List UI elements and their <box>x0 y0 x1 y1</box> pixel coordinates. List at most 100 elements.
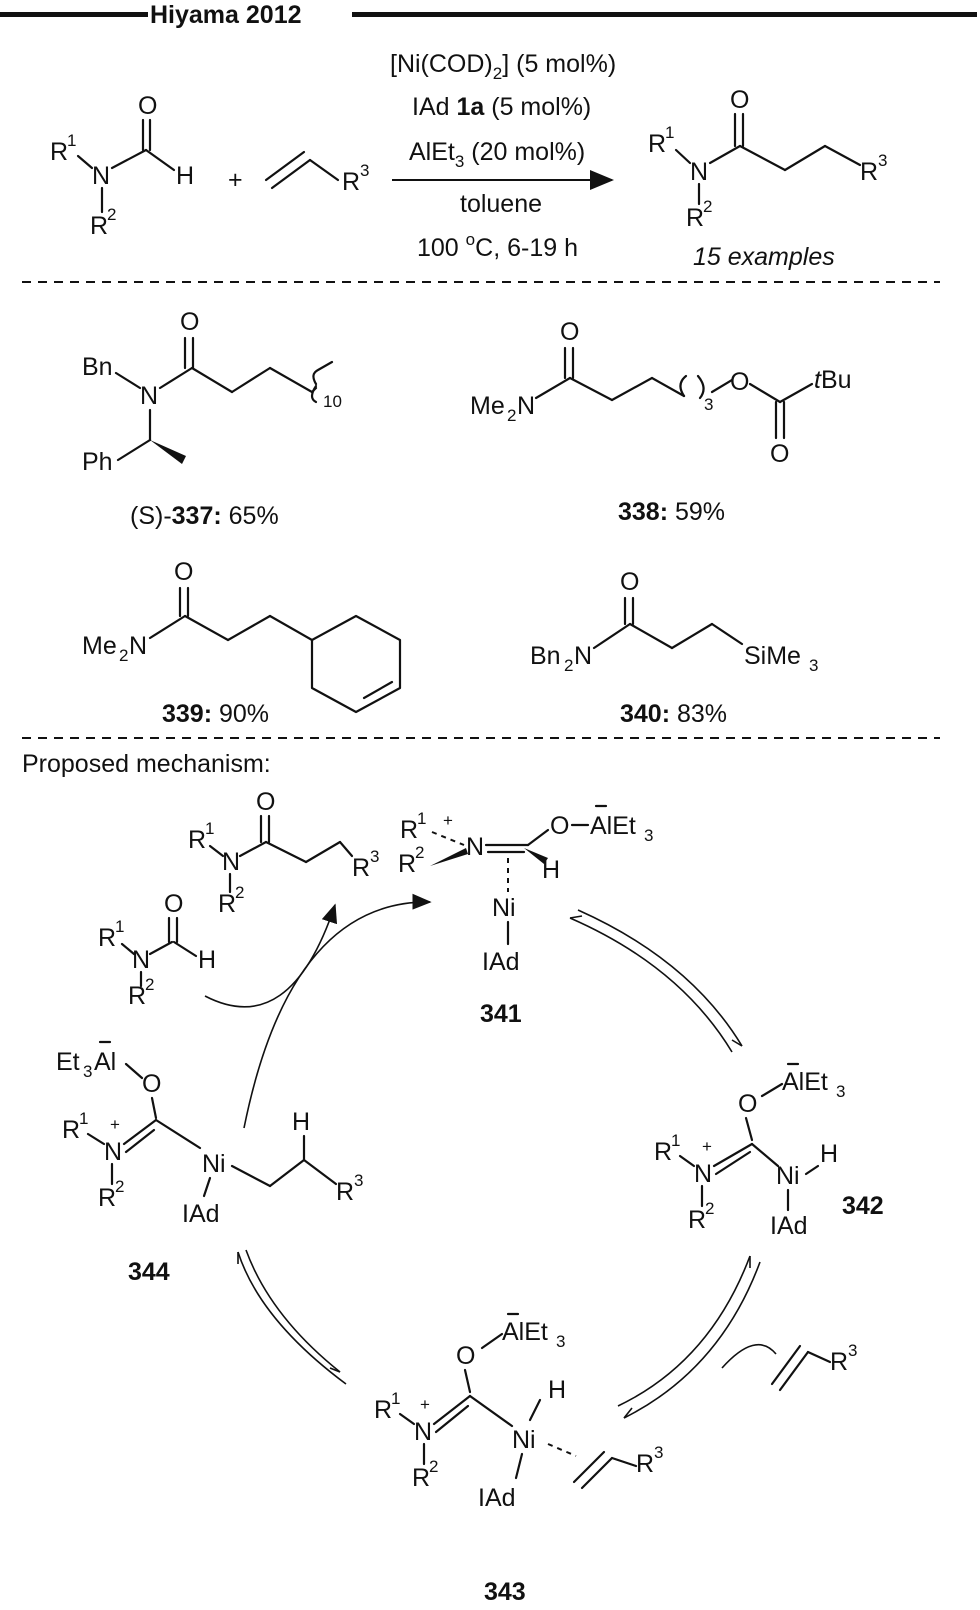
svg-text:Bn: Bn <box>530 642 561 670</box>
svg-text:3: 3 <box>704 395 713 414</box>
svg-text:341: 341 <box>480 1000 522 1028</box>
svg-text:10: 10 <box>323 392 342 411</box>
svg-text:3: 3 <box>809 656 818 675</box>
arrow-341-342-equilibrium <box>569 909 743 1053</box>
svg-text:1: 1 <box>115 917 124 936</box>
svg-text:1: 1 <box>79 1109 88 1128</box>
svg-text:15 examples: 15 examples <box>693 243 835 271</box>
compound-337: Bn N Ph O 10 (S)-337: 65% <box>82 308 342 530</box>
svg-text:O: O <box>138 92 157 120</box>
svg-text:3: 3 <box>83 1062 92 1081</box>
svg-text:IAd: IAd <box>478 1484 516 1512</box>
svg-text:R: R <box>342 168 360 196</box>
substrate-formamide: R1 N R2 O H <box>50 92 194 240</box>
svg-text:R: R <box>860 158 878 186</box>
svg-text:R: R <box>686 204 704 232</box>
svg-text:[Ni(COD)2] (5 mol%): [Ni(COD)2] (5 mol%) <box>390 50 616 83</box>
svg-text:R: R <box>50 138 68 166</box>
svg-text:R: R <box>400 816 418 844</box>
header-title: Hiyama 2012 <box>150 1 302 29</box>
svg-text:O: O <box>164 890 183 918</box>
arrow-344-to-341 <box>243 893 432 1129</box>
svg-text:R: R <box>90 212 108 240</box>
svg-text:100 oC, 6-19 h: 100 oC, 6-19 h <box>417 230 578 262</box>
svg-text:3: 3 <box>644 826 653 845</box>
svg-text:N: N <box>466 833 484 861</box>
svg-text:H: H <box>198 946 216 974</box>
svg-text:SiMe: SiMe <box>744 642 801 670</box>
svg-text:2: 2 <box>564 656 573 675</box>
svg-text:+: + <box>110 1115 120 1134</box>
svg-text:N: N <box>690 158 708 186</box>
svg-text:R: R <box>98 924 116 952</box>
svg-text:3: 3 <box>878 151 887 170</box>
svg-text:R: R <box>398 850 416 878</box>
svg-text:R: R <box>352 854 370 882</box>
svg-text:2: 2 <box>115 1177 124 1196</box>
svg-text:R: R <box>374 1396 392 1424</box>
svg-text:Et: Et <box>56 1048 80 1076</box>
svg-text:N: N <box>104 1138 122 1166</box>
svg-text:AlEt3 (20 mol%): AlEt3 (20 mol%) <box>409 138 585 171</box>
svg-text:1: 1 <box>391 1389 400 1408</box>
svg-text:O: O <box>738 1090 757 1118</box>
svg-text:2: 2 <box>119 646 128 665</box>
svg-text:344: 344 <box>128 1258 170 1286</box>
svg-text:O: O <box>770 440 789 468</box>
svg-text:3: 3 <box>556 1332 565 1351</box>
svg-text:2: 2 <box>429 1457 438 1476</box>
svg-text:O: O <box>142 1070 161 1098</box>
header-bar: Hiyama 2012 <box>0 1 977 29</box>
svg-text:1: 1 <box>671 1131 680 1150</box>
svg-text:2: 2 <box>507 406 516 425</box>
svg-text:Ni: Ni <box>202 1150 226 1178</box>
svg-text:1: 1 <box>665 123 674 142</box>
svg-text:N: N <box>414 1418 432 1446</box>
svg-text:(S)-337: 65%: (S)-337: 65% <box>130 502 279 530</box>
svg-text:N: N <box>222 848 240 876</box>
svg-text:N: N <box>132 946 150 974</box>
svg-text:Me: Me <box>82 632 117 660</box>
svg-text:toluene: toluene <box>460 190 542 218</box>
svg-text:R: R <box>412 1464 430 1492</box>
svg-text:H: H <box>292 1108 310 1136</box>
svg-text:IAd: IAd <box>482 948 520 976</box>
svg-text:R: R <box>62 1116 80 1144</box>
svg-text:O: O <box>730 86 749 114</box>
svg-text:Me: Me <box>470 392 505 420</box>
svg-text:O: O <box>560 318 579 346</box>
svg-text:2: 2 <box>145 975 154 994</box>
svg-text:AlEt: AlEt <box>590 812 636 840</box>
svg-text:+: + <box>443 811 453 830</box>
svg-text:IAd: IAd <box>182 1200 220 1228</box>
svg-text:3: 3 <box>370 847 379 866</box>
mechanism-formamide: R1 N R2 O H <box>98 890 216 1010</box>
arrow-formamide-in <box>204 903 338 1008</box>
svg-text:O: O <box>730 368 749 396</box>
svg-text:O: O <box>620 568 639 596</box>
svg-text:3: 3 <box>836 1082 845 1101</box>
svg-text:3: 3 <box>848 1341 857 1360</box>
svg-text:2: 2 <box>107 205 116 224</box>
reaction-conditions: [Ni(COD)2] (5 mol%) IAd 1a (5 mol%) AlEt… <box>390 50 616 262</box>
svg-text:R: R <box>218 890 236 918</box>
svg-text:R: R <box>336 1178 354 1206</box>
svg-text:N: N <box>574 642 592 670</box>
svg-text:1: 1 <box>417 809 426 828</box>
svg-text:tBu: tBu <box>814 366 852 394</box>
plus-sign: + <box>228 166 243 194</box>
svg-text:R: R <box>648 130 666 158</box>
svg-text:339: 90%: 339: 90% <box>162 700 269 728</box>
svg-text:H: H <box>820 1140 838 1168</box>
arrow-343-344-equilibrium <box>237 1249 347 1385</box>
